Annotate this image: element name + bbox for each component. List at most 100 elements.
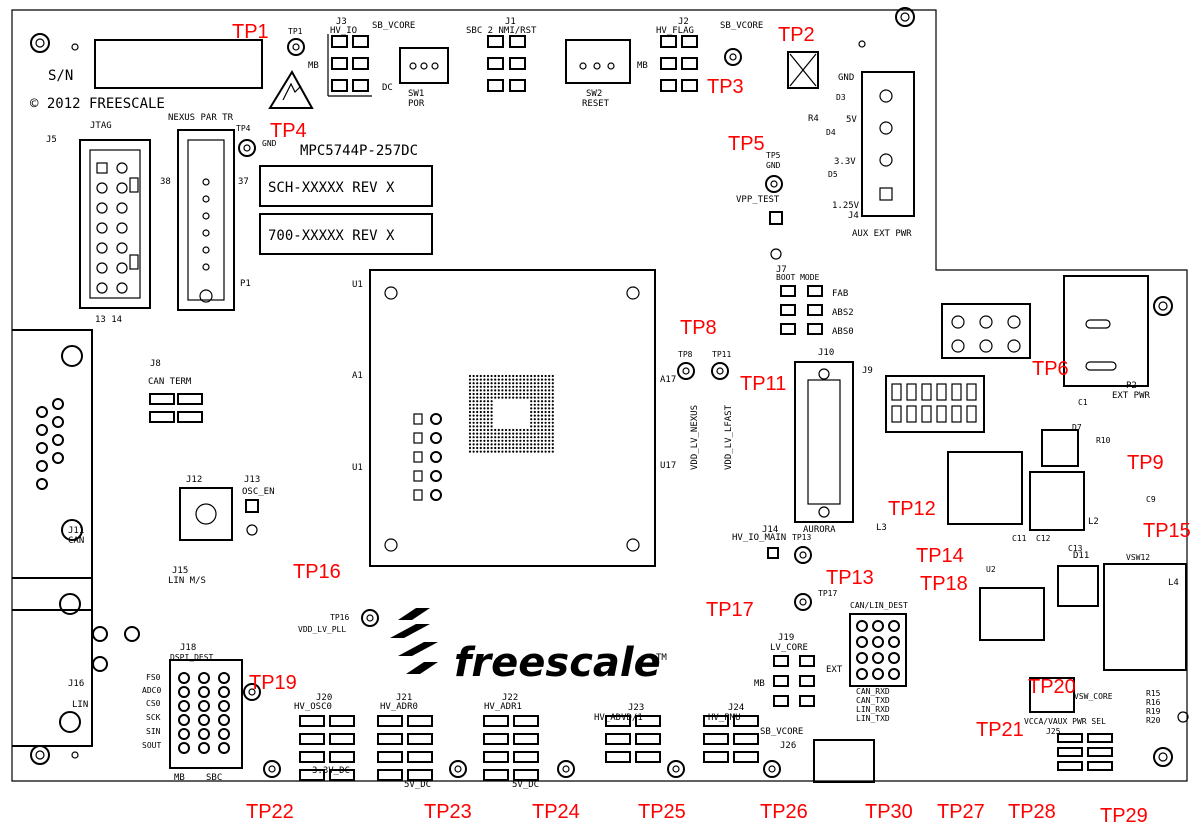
bga-ball — [472, 374, 475, 378]
jumper-pad — [377, 769, 403, 781]
tp5-silk: TP5 — [766, 151, 781, 160]
dc-label-j3: DC — [382, 83, 393, 93]
j10-label: J10 — [818, 348, 834, 358]
bga-ball — [472, 432, 475, 435]
jtag-pin — [116, 202, 128, 214]
bga-ball — [519, 450, 522, 453]
bga-ball — [468, 414, 472, 417]
bga-ball — [544, 403, 547, 406]
j2-label: J2 — [678, 17, 689, 27]
nexus-pin38: 38 — [160, 177, 171, 187]
bga-ball — [490, 436, 493, 439]
freescale-logo-icon — [390, 608, 438, 674]
bga-ball — [548, 407, 551, 410]
mcu-u1-outline — [369, 269, 656, 567]
jumper-pad — [733, 733, 759, 745]
bga-ball — [515, 446, 518, 450]
bga-ball — [530, 421, 533, 424]
v5dc-label-2: 5V_DC — [512, 780, 539, 790]
bga-ball — [476, 450, 479, 453]
bga-ball — [483, 392, 486, 396]
bga-ball — [522, 428, 526, 432]
bga-ball — [519, 385, 522, 388]
jtag-pins — [96, 162, 128, 294]
bga-ball — [548, 439, 551, 442]
usb-connector-j26 — [813, 739, 875, 783]
bga-ball — [494, 382, 497, 385]
bga-ball — [515, 436, 518, 439]
bga-ball — [548, 403, 551, 406]
bga-ball — [540, 446, 544, 450]
bga-ball — [501, 432, 504, 435]
bga-ball — [551, 396, 554, 399]
bga-ball — [551, 446, 554, 450]
p2-label: P2 — [1126, 381, 1137, 391]
bga-ball — [519, 432, 522, 435]
bga-ball — [533, 389, 536, 392]
bga-ball — [483, 410, 486, 414]
tp12-annotation: TP12 — [888, 498, 936, 520]
j17-pin — [856, 636, 868, 648]
bga-ball — [540, 414, 544, 417]
bga-ball — [533, 425, 536, 428]
tp13-annotation: TP13 — [826, 567, 874, 589]
bga-ball — [512, 374, 515, 378]
u1-pad — [413, 451, 423, 463]
bga-ball — [497, 378, 500, 381]
bga-ball — [508, 428, 511, 432]
bga-ball — [540, 410, 544, 414]
bga-ball — [533, 396, 536, 399]
j13-label: J13 — [244, 475, 260, 485]
bga-ball — [472, 446, 475, 450]
bga-ball — [490, 382, 493, 385]
bga-ball — [490, 396, 493, 399]
dspi-pin — [178, 714, 190, 726]
bga-ball — [540, 403, 544, 406]
tp14-annotation: TP14 — [916, 545, 964, 567]
jumper-pad — [329, 751, 355, 763]
bga-ball — [476, 374, 479, 378]
bga-ball — [551, 436, 554, 439]
bga-ball — [472, 425, 475, 428]
jumper-pad — [299, 769, 325, 781]
ext-pwr-label: EXT PWR — [1112, 391, 1151, 401]
bga-ball — [544, 378, 547, 381]
bga-ball — [537, 436, 540, 439]
bga-ball — [551, 382, 554, 385]
bga-ball — [486, 410, 490, 414]
tp23-annotation: TP23 — [424, 801, 472, 823]
bga-ball — [483, 400, 486, 403]
a17-label: A17 — [660, 375, 676, 385]
j9-pin — [951, 405, 962, 423]
bga-ball — [468, 418, 472, 421]
sch-label: SCH-XXXXX REV X — [268, 180, 395, 196]
bga-ball — [468, 407, 472, 410]
tp13-pad — [794, 546, 812, 564]
bga-ball — [486, 421, 490, 424]
bga-ball — [483, 421, 486, 424]
bga-ball — [508, 374, 511, 378]
bga-ball — [479, 446, 482, 450]
jumper-pad — [483, 733, 509, 745]
tp24-annotation: TP24 — [532, 801, 580, 823]
bga-ball — [486, 414, 490, 417]
testpoint-pad-center — [768, 765, 776, 773]
bga-ball — [551, 432, 554, 435]
hv-adr1-label: HV_ADR1 — [484, 702, 522, 712]
lin-ms-label: LIN M/S — [168, 576, 206, 586]
bga-ball — [515, 396, 518, 399]
dspi-pin — [178, 672, 190, 684]
switch-sw2 — [565, 39, 631, 84]
bga-ball — [486, 436, 490, 439]
jumper-pad — [733, 751, 759, 763]
bga-ball — [540, 432, 544, 435]
tp15-annotation: TP15 — [1143, 520, 1191, 542]
bga-ball — [544, 392, 547, 396]
bga-ball — [530, 425, 533, 428]
sch-box — [259, 165, 433, 207]
bga-ball — [537, 428, 540, 432]
bga-ball — [544, 446, 547, 450]
bga-ball — [508, 443, 511, 446]
bga-ball — [501, 446, 504, 450]
j9-pin — [936, 383, 947, 401]
